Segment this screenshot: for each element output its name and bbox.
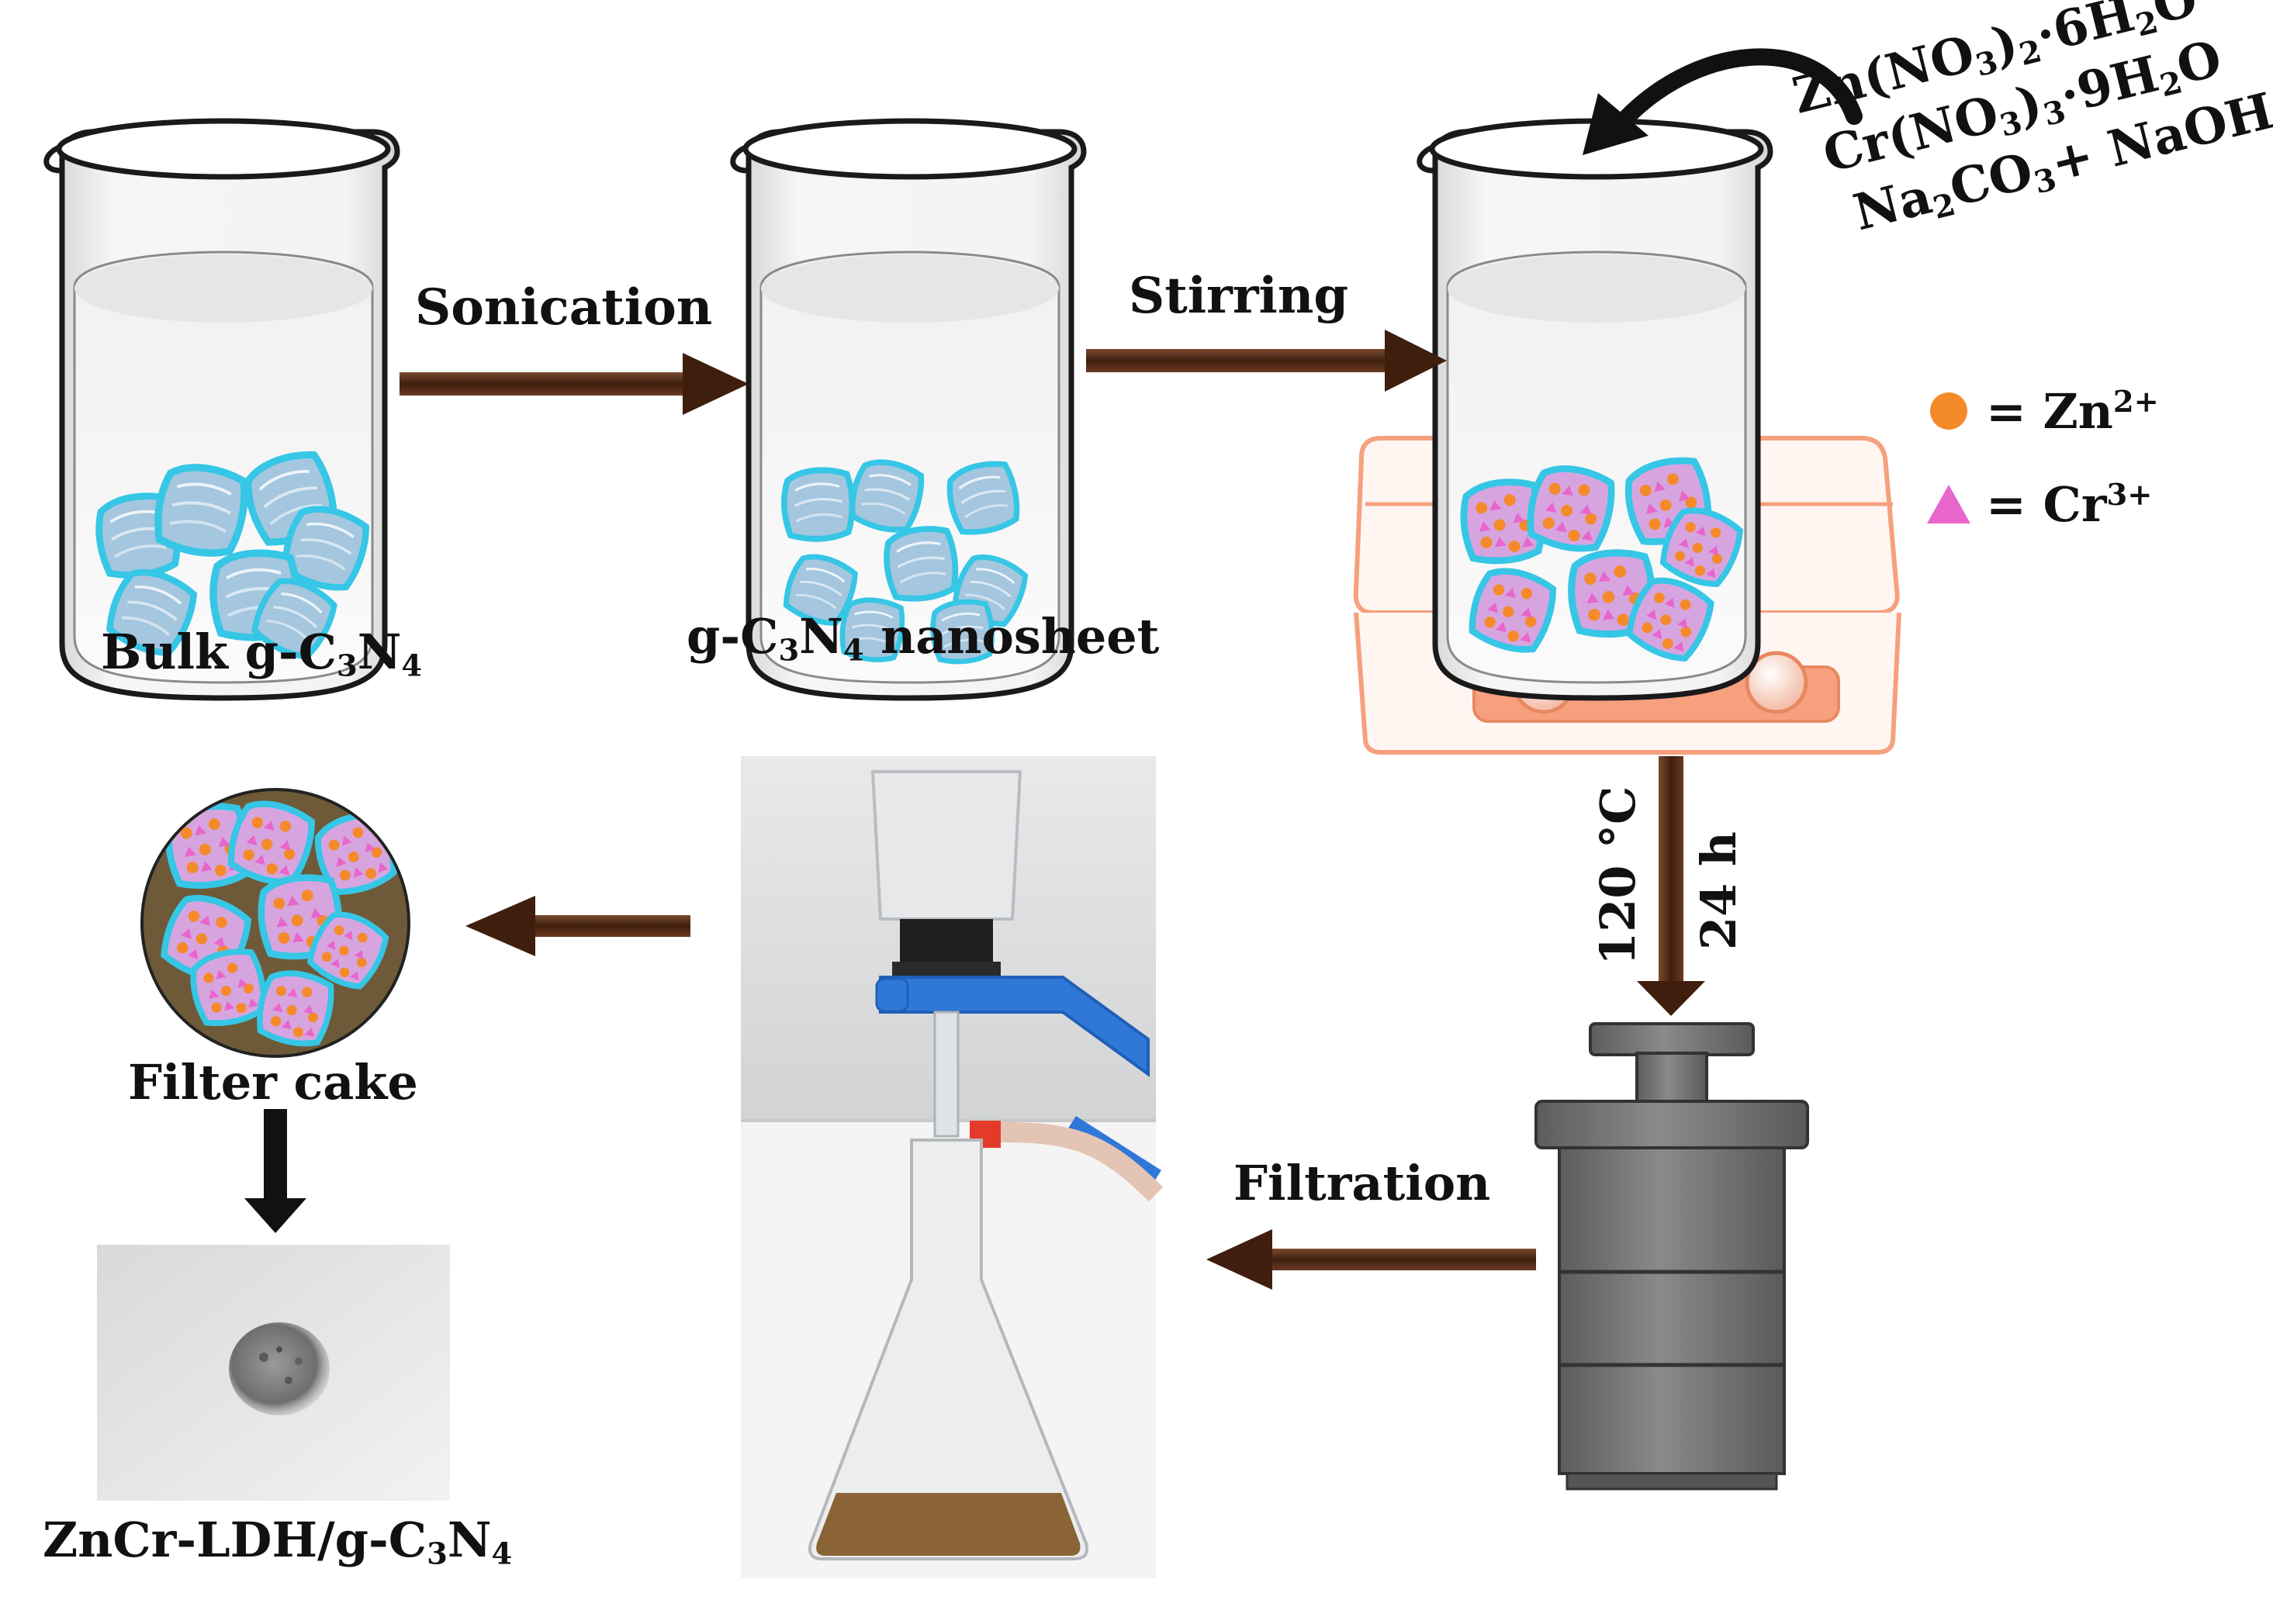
decorated-sheets (1459, 454, 1745, 665)
label-product-mid: N (447, 1512, 492, 1568)
label-bulk: Bulk g-C3N4 (101, 628, 422, 682)
label-filter-cake: Filter cake (128, 1054, 418, 1111)
beaker-stirring (1420, 121, 1770, 698)
arrow-stirring (1086, 330, 1447, 392)
filter-cake (140, 788, 410, 1058)
label-product-pre: ZnCr-LDH/g-C (43, 1512, 427, 1568)
label-stirring: Stirring (1129, 267, 1349, 325)
label-temperature: 120 °C (1590, 786, 1646, 966)
arrow-sonication (400, 353, 749, 415)
label-nanosheet-sub2: 4 (842, 633, 864, 669)
arrow-hydrothermal (1637, 756, 1705, 1016)
label-product-sub2: 4 (491, 1536, 513, 1572)
legend-cr-charge: 3+ (2106, 478, 2153, 513)
arrow-to-product (244, 1109, 306, 1233)
label-nanosheet-sub1: 3 (778, 633, 800, 669)
arrow-filtration (1206, 1229, 1536, 1290)
label-nanosheet-pre: g-C (687, 608, 779, 665)
legend-cr-symbol (1927, 485, 1970, 523)
label-nanosheet: g-C3N4 nanosheet (687, 613, 1159, 666)
arrow-to-cake (465, 896, 690, 956)
legend-cr-text: = Cr (1986, 476, 2107, 534)
beaker-bulk (47, 121, 397, 698)
label-nanosheet-post: nanosheet (863, 608, 1160, 665)
legend-zn-text: = Zn (1986, 383, 2113, 441)
label-time: 24 h (1690, 831, 1747, 950)
label-bulk-pre: Bulk g-C (101, 624, 337, 680)
legend-zn-label: = Zn2+ (1986, 385, 2159, 436)
addition-arrow (1583, 48, 1863, 155)
label-bulk-mid: N (357, 624, 402, 680)
label-sonication: Sonication (415, 278, 713, 337)
autoclave (1534, 1022, 1809, 1491)
label-bulk-sub2: 4 (401, 648, 423, 684)
product-photo (97, 1245, 450, 1501)
label-product-sub1: 3 (427, 1536, 448, 1572)
label-product: ZnCr-LDH/g-C3N4 (43, 1516, 512, 1570)
label-nanosheet-mid: N (799, 608, 843, 665)
legend-zn-symbol (1930, 392, 1967, 430)
legend-zn-charge: 2+ (2112, 385, 2159, 420)
label-filtration: Filtration (1233, 1155, 1491, 1211)
label-bulk-sub1: 3 (337, 648, 358, 684)
filtration-photo (741, 756, 1164, 1578)
legend-cr-label: = Cr3+ (1986, 478, 2153, 529)
